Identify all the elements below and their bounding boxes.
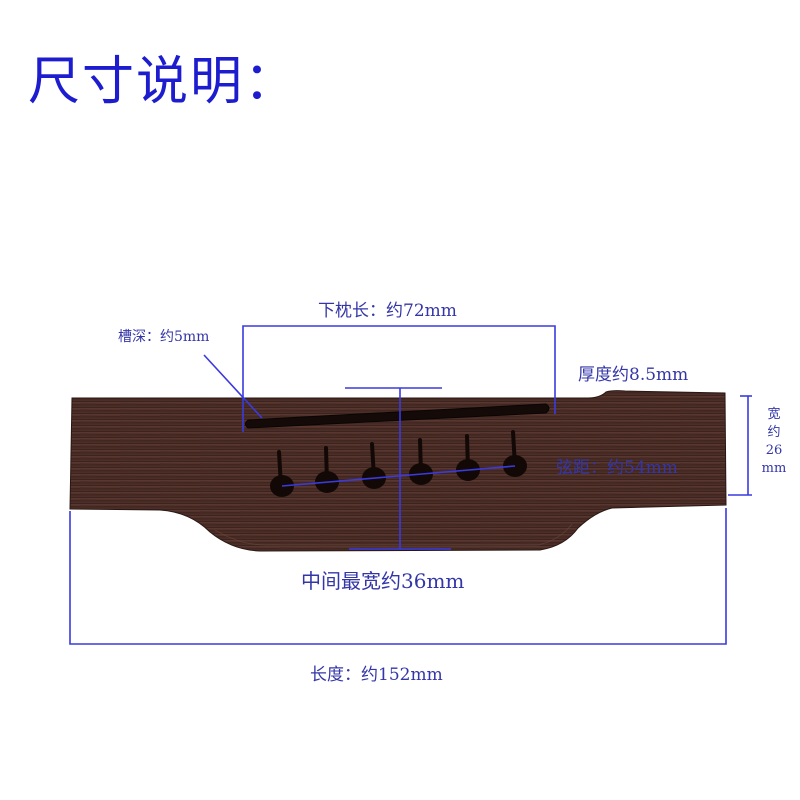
dimension-lines <box>69 325 752 645</box>
slot-depth-label: 槽深：约5mm <box>118 329 210 345</box>
slot-depth-arrow <box>203 354 263 419</box>
saddle-length-label: 下枕长：约72mm <box>318 301 457 321</box>
total-length-label: 长度：约152mm <box>310 665 443 685</box>
string-spacing-line <box>281 465 516 487</box>
string-spacing-label: 弦距：约54mm <box>556 458 678 478</box>
thickness-label: 厚度约8.5mm <box>578 365 689 385</box>
width-label-line: 26 <box>765 443 783 458</box>
saddle-length-line <box>242 325 556 432</box>
width-label-line: mm <box>761 461 787 476</box>
guitar-bridge-body-icon <box>69 390 727 552</box>
total-length-line <box>69 508 727 645</box>
width-label: 宽 约 26 mm <box>761 406 787 478</box>
bridge-edge-highlight <box>214 523 573 546</box>
center-width-label: 中间最宽约36mm <box>301 569 465 593</box>
width-label-line: 约 <box>767 425 781 440</box>
width-label-line: 宽 <box>767 407 781 422</box>
page-title: 尺寸说明： <box>28 52 299 112</box>
saddle-slot-icon <box>245 403 550 429</box>
